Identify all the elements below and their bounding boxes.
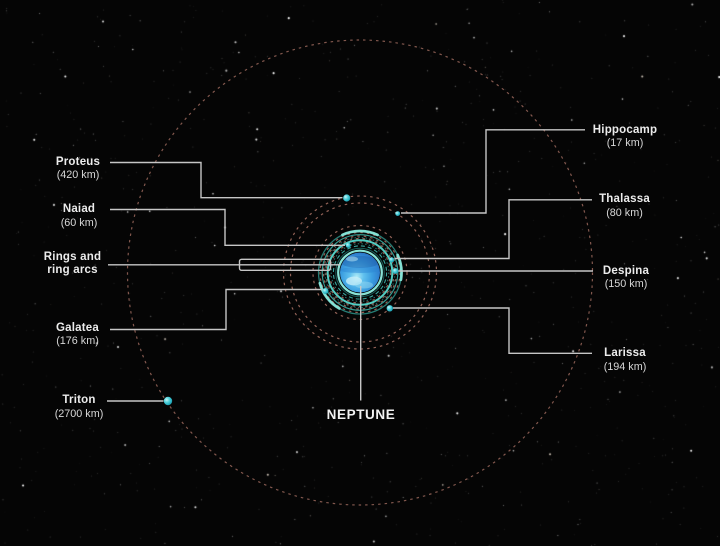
orbit-proteus	[282, 195, 438, 350]
label-rings: Rings and ring arcs	[44, 251, 101, 278]
ring-arc-segment	[318, 281, 341, 310]
label-naiad: Naiad (60 km)	[61, 203, 98, 230]
label-hippocamp: Hippocamp (17 km)	[593, 124, 657, 151]
connector-naiad	[110, 208, 345, 246]
leader-lines	[107, 129, 593, 402]
connector-galatea	[110, 288, 322, 331]
label-larissa-name: Larissa	[604, 347, 646, 360]
moons	[163, 194, 401, 406]
label-triton: Triton (2700 km)	[55, 394, 104, 421]
connector-proteus	[110, 161, 343, 199]
moon-triton	[163, 396, 173, 406]
moon-larissa	[386, 305, 393, 312]
label-thalassa-size: (80 km)	[606, 206, 643, 219]
label-larissa: Larissa (194 km)	[604, 347, 647, 374]
label-proteus-name: Proteus	[55, 155, 101, 168]
planet-neptune	[340, 252, 380, 293]
label-proteus-size: (420 km)	[56, 169, 100, 182]
label-larissa-size: (194 km)	[603, 360, 647, 373]
moon-proteus	[343, 194, 351, 202]
label-triton-size: (2700 km)	[54, 407, 104, 420]
ring-arc-segment	[341, 229, 379, 237]
orbit-triton	[126, 39, 594, 506]
label-naiad-size: (60 km)	[60, 216, 98, 229]
label-despina-size: (150 km)	[604, 278, 648, 291]
label-naiad-name: Naiad	[62, 203, 96, 216]
label-thalassa-name: Thalassa	[599, 193, 650, 205]
orbit-galatea	[319, 231, 401, 314]
label-hippocamp-size: (17 km)	[606, 137, 644, 150]
label-proteus: Proteus (420 km)	[56, 156, 100, 183]
label-despina-name: Despina	[602, 264, 650, 277]
moon-hippocamp	[395, 211, 401, 217]
label-galatea-size: (176 km)	[56, 335, 99, 348]
label-rings-line2: ring arcs	[47, 264, 98, 277]
label-galatea: Galatea (176 km)	[56, 322, 99, 349]
label-thalassa: Thalassa (80 km)	[599, 193, 650, 220]
connector-hippocamp	[401, 129, 585, 214]
label-triton-name: Triton	[62, 394, 96, 407]
ring-dashed-inner	[332, 245, 388, 300]
label-neptune: NEPTUNE	[326, 407, 396, 422]
label-despina: Despina (150 km)	[603, 265, 649, 292]
connector-thalassa	[394, 199, 592, 260]
label-galatea-name: Galatea	[56, 321, 99, 334]
connector-rings-bracket	[238, 258, 332, 271]
moon-naiad	[345, 242, 351, 248]
ring-arc-segment	[396, 253, 403, 282]
label-hippocamp-name: Hippocamp	[592, 123, 658, 136]
connector-larissa	[393, 307, 592, 354]
label-rings-line1: Rings and	[43, 250, 102, 263]
orbit-hippocamp	[289, 202, 431, 343]
moon-despina	[392, 268, 399, 274]
moon-galatea	[322, 288, 329, 294]
moon-thalassa	[389, 257, 395, 263]
